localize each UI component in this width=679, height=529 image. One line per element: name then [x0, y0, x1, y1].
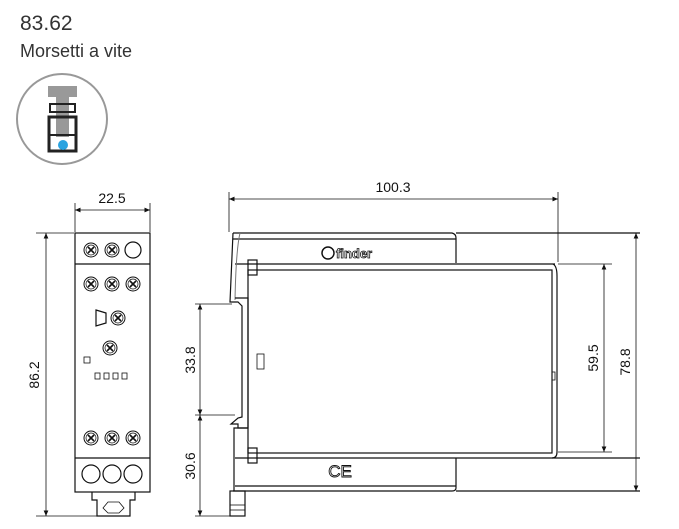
- depth-dimension: 100.3: [375, 179, 410, 195]
- terminal-type-label: Morsetti a vite: [20, 41, 133, 61]
- svg-text:finder: finder: [336, 246, 372, 261]
- finder-logo: finder: [321, 246, 373, 261]
- side-view: 100.3 finder CE 33.8 30.6: [182, 179, 640, 517]
- terminal-dot: [58, 140, 68, 150]
- width-dimension: 22.5: [98, 190, 125, 206]
- inner-height-dimension: 59.5: [585, 344, 601, 371]
- rail-upper-dimension: 33.8: [182, 346, 198, 373]
- height-dimension: 86.2: [26, 361, 42, 388]
- front-view: 22.5 86.2: [26, 190, 151, 517]
- model-number: 83.62: [20, 12, 73, 35]
- ce-mark: CE: [328, 462, 352, 481]
- outer-height-dimension: 78.8: [617, 348, 633, 375]
- screw-terminal-icon: [16, 73, 108, 165]
- rail-lower-dimension: 30.6: [182, 452, 198, 479]
